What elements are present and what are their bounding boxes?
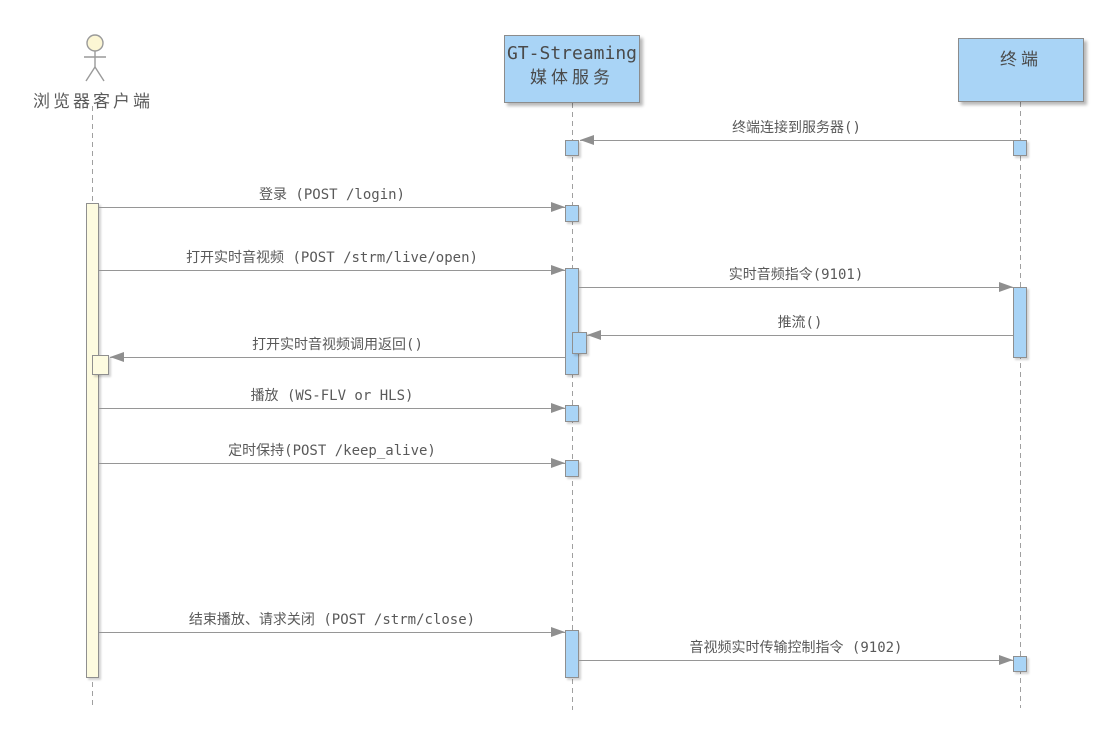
arrowhead-right-icon bbox=[999, 655, 1013, 665]
activation-terminal-connect bbox=[1013, 140, 1027, 156]
participant-label-terminal: 终端 bbox=[1000, 50, 1042, 70]
arrowhead-left-icon bbox=[580, 135, 594, 145]
message-play: 播放 (WS-FLV or HLS) bbox=[99, 388, 565, 413]
message-audio-command-9101: 实时音频指令(9101) bbox=[579, 267, 1013, 292]
participant-browser-client: 浏览器客户端 bbox=[20, 30, 166, 112]
message-open-live-return: 打开实时音视频调用返回() bbox=[110, 337, 565, 362]
activation-gt-close bbox=[565, 630, 579, 678]
message-transport-control-9102: 音视频实时传输控制指令 (9102) bbox=[579, 640, 1013, 665]
activation-gt-connect bbox=[565, 140, 579, 156]
activation-gt-login bbox=[565, 205, 579, 222]
arrowhead-right-icon bbox=[551, 403, 565, 413]
message-line bbox=[579, 287, 1013, 288]
arrowhead-right-icon bbox=[999, 282, 1013, 292]
actor-icon bbox=[84, 34, 106, 82]
message-label: 实时音频指令(9101) bbox=[728, 267, 864, 283]
message-line bbox=[110, 357, 565, 358]
message-terminal-connect: 终端连接到服务器() bbox=[580, 120, 1013, 145]
message-line bbox=[99, 463, 565, 464]
arrowhead-right-icon bbox=[551, 627, 565, 637]
message-label: 定时保持(POST /keep_alive) bbox=[228, 443, 436, 459]
participant-terminal: 终端 bbox=[958, 38, 1084, 102]
activation-gt-push-stream bbox=[572, 332, 587, 354]
message-line bbox=[579, 660, 1013, 661]
message-keep-alive: 定时保持(POST /keep_alive) bbox=[99, 443, 565, 468]
participant-label-gt-line1: GT-Streaming bbox=[506, 43, 638, 64]
arrowhead-right-icon bbox=[551, 202, 565, 212]
activation-gt-play bbox=[565, 405, 579, 422]
message-label: 音视频实时传输控制指令 (9102) bbox=[689, 640, 903, 656]
message-open-live: 打开实时音视频 (POST /strm/live/open) bbox=[99, 250, 565, 275]
message-label: 播放 (WS-FLV or HLS) bbox=[250, 388, 414, 404]
message-label: 结束播放、请求关闭 (POST /strm/close) bbox=[188, 612, 476, 628]
message-close-request: 结束播放、请求关闭 (POST /strm/close) bbox=[99, 612, 565, 637]
message-label: 打开实时音视频 (POST /strm/live/open) bbox=[186, 250, 478, 266]
message-label: 打开实时音视频调用返回() bbox=[252, 337, 423, 353]
arrowhead-left-icon bbox=[110, 352, 124, 362]
activation-terminal-9101 bbox=[1013, 287, 1027, 358]
message-line bbox=[99, 632, 565, 633]
arrowhead-right-icon bbox=[551, 458, 565, 468]
activation-gt-keepalive bbox=[565, 460, 579, 477]
participant-gt-streaming: GT-Streaming 媒体服务 bbox=[504, 35, 640, 103]
activation-gt-open-live bbox=[565, 268, 579, 375]
activation-browser-main bbox=[86, 203, 99, 678]
message-line bbox=[99, 270, 565, 271]
message-label: 登录 (POST /login) bbox=[258, 187, 405, 203]
message-label: 终端连接到服务器() bbox=[732, 120, 861, 136]
arrowhead-right-icon bbox=[551, 265, 565, 275]
message-line bbox=[580, 140, 1013, 141]
activation-terminal-9102 bbox=[1013, 656, 1027, 672]
message-label: 推流() bbox=[777, 315, 823, 331]
arrowhead-left-icon bbox=[587, 330, 601, 340]
message-line bbox=[99, 207, 565, 208]
message-line bbox=[587, 335, 1013, 336]
participant-label-gt-line2: 媒体服务 bbox=[530, 68, 614, 88]
participant-label-browser: 浏览器客户端 bbox=[33, 92, 153, 112]
lifeline-terminal bbox=[1020, 102, 1021, 708]
message-push-stream: 推流() bbox=[587, 315, 1013, 340]
message-line bbox=[99, 408, 565, 409]
activation-browser-nested bbox=[92, 355, 109, 375]
message-login: 登录 (POST /login) bbox=[99, 187, 565, 212]
